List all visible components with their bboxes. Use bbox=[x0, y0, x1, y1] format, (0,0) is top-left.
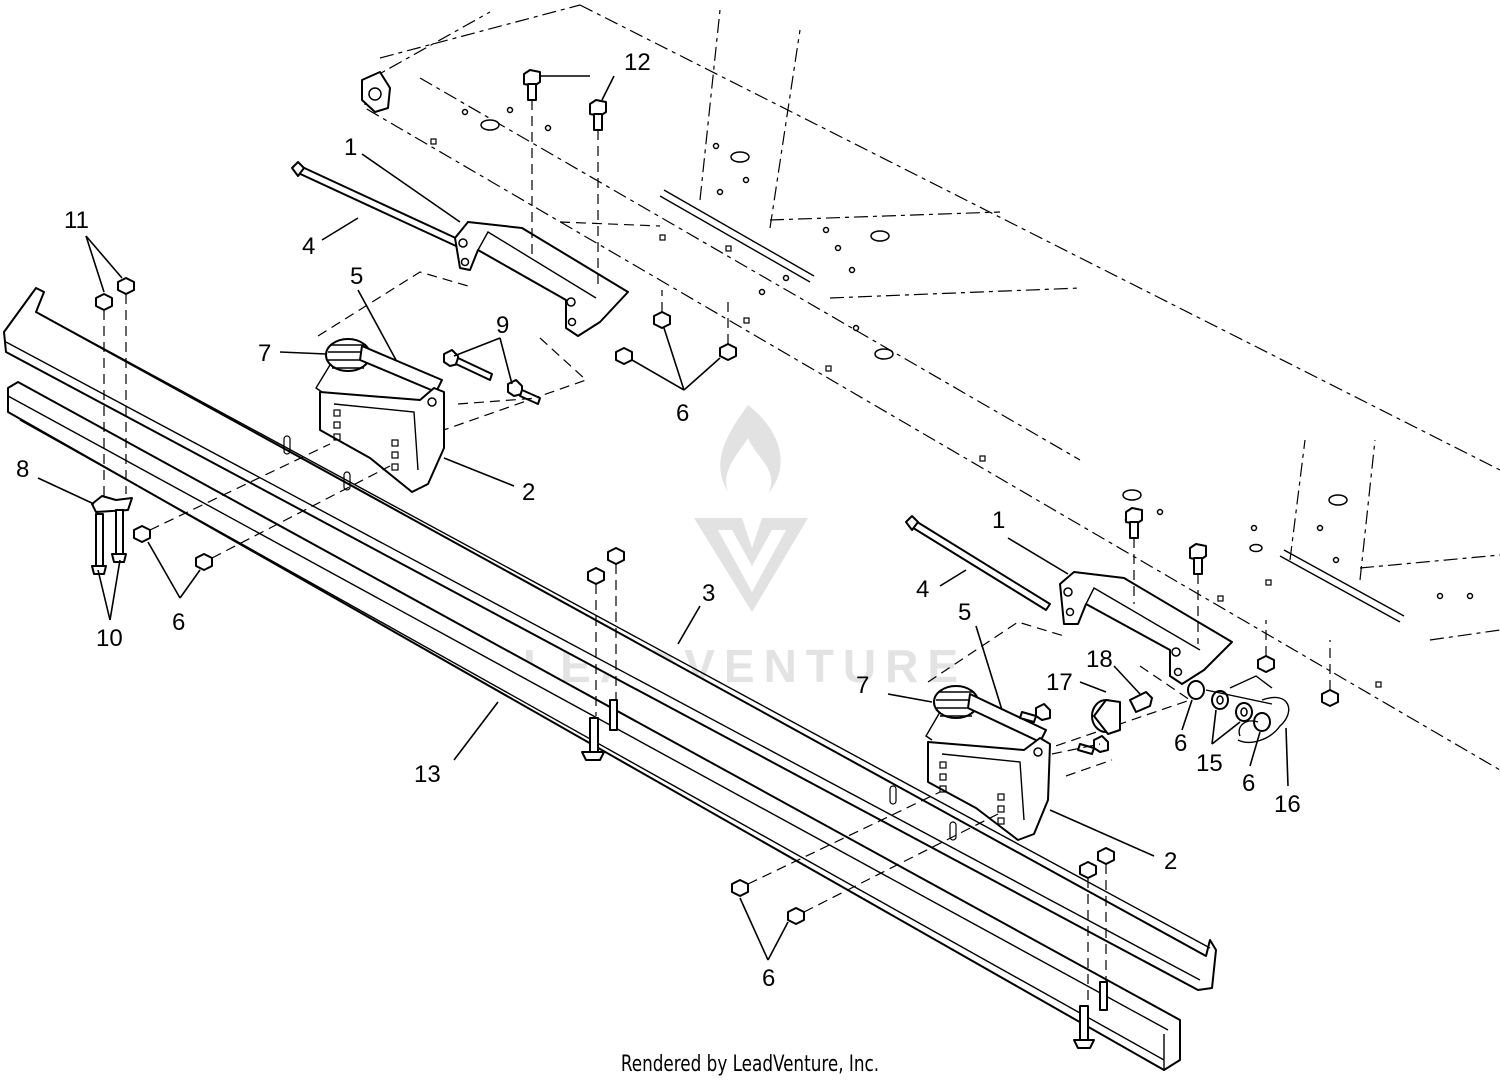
cross-bar-3 bbox=[3, 287, 1217, 991]
callout-5-right: 5 bbox=[958, 599, 971, 626]
flange-nuts-right-lower bbox=[731, 879, 805, 925]
washer-stack bbox=[1187, 675, 1273, 732]
frame-holes bbox=[461, 106, 1474, 600]
leader-lines bbox=[37, 75, 1289, 961]
spring-left bbox=[315, 338, 371, 393]
bolts-right-end bbox=[1073, 847, 1115, 1049]
callout-13: 13 bbox=[414, 761, 441, 788]
hanger-bracket-left bbox=[319, 387, 445, 493]
carriage-bolts bbox=[443, 349, 541, 405]
callout-1-right: 1 bbox=[992, 507, 1005, 534]
flange-nuts-upper bbox=[615, 311, 737, 365]
callout-1-left: 1 bbox=[344, 134, 357, 161]
callout-3: 3 bbox=[702, 580, 715, 607]
callout-6-upper: 6 bbox=[676, 400, 689, 427]
bumper-bolt bbox=[1129, 691, 1153, 713]
mount-bracket-right bbox=[1059, 571, 1233, 685]
callout-6-right-a: 6 bbox=[1174, 730, 1187, 757]
callout-9: 9 bbox=[496, 312, 509, 339]
callout-8: 8 bbox=[16, 456, 29, 483]
callout-5-left: 5 bbox=[350, 263, 363, 290]
callout-labels: 1 1 2 2 3 4 4 5 5 6 6 6 6 6 7 7 8 9 10 1… bbox=[16, 49, 1301, 992]
callout-4-right: 4 bbox=[916, 576, 929, 603]
pivot-rod-right bbox=[905, 515, 1051, 611]
mount-bracket-left bbox=[454, 221, 629, 337]
bar-slots bbox=[283, 435, 957, 841]
mount-plane-left bbox=[317, 221, 661, 433]
frame-slot-row bbox=[659, 189, 1405, 623]
spindle-right bbox=[967, 693, 1047, 743]
hairpin-clip bbox=[1237, 696, 1290, 744]
rubber-bumper bbox=[1091, 699, 1121, 735]
callout-17: 17 bbox=[1046, 669, 1073, 696]
callout-7-left: 7 bbox=[258, 340, 271, 367]
mount-plane-right bbox=[927, 621, 1192, 751]
bolts-middle bbox=[581, 547, 625, 761]
hex-bolts-top bbox=[523, 69, 607, 131]
callout-11: 11 bbox=[64, 207, 89, 234]
bolts-left-end bbox=[91, 277, 135, 575]
spindle-left bbox=[359, 345, 443, 393]
callout-6-left: 6 bbox=[172, 609, 185, 636]
callout-4-left: 4 bbox=[302, 233, 315, 260]
callout-12: 12 bbox=[624, 49, 651, 76]
callout-18: 18 bbox=[1086, 646, 1113, 673]
callout-16: 16 bbox=[1274, 791, 1301, 818]
callout-10: 10 bbox=[96, 625, 123, 652]
callout-2-right: 2 bbox=[1164, 848, 1177, 875]
rendered-by-footer: Rendered by LeadVenture, Inc. bbox=[620, 1052, 880, 1077]
flange-nuts-left-lower bbox=[133, 525, 213, 571]
frame-pivot-hole bbox=[368, 87, 382, 101]
hex-bolts-right bbox=[1125, 507, 1339, 707]
callout-6-bottom: 6 bbox=[762, 965, 775, 992]
callout-7-right: 7 bbox=[856, 672, 869, 699]
spring-right bbox=[925, 685, 979, 741]
callout-6-right-b: 6 bbox=[1242, 770, 1255, 797]
frame-square-holes bbox=[430, 138, 1382, 688]
callout-15: 15 bbox=[1196, 750, 1223, 777]
callout-2-left: 2 bbox=[522, 479, 535, 506]
